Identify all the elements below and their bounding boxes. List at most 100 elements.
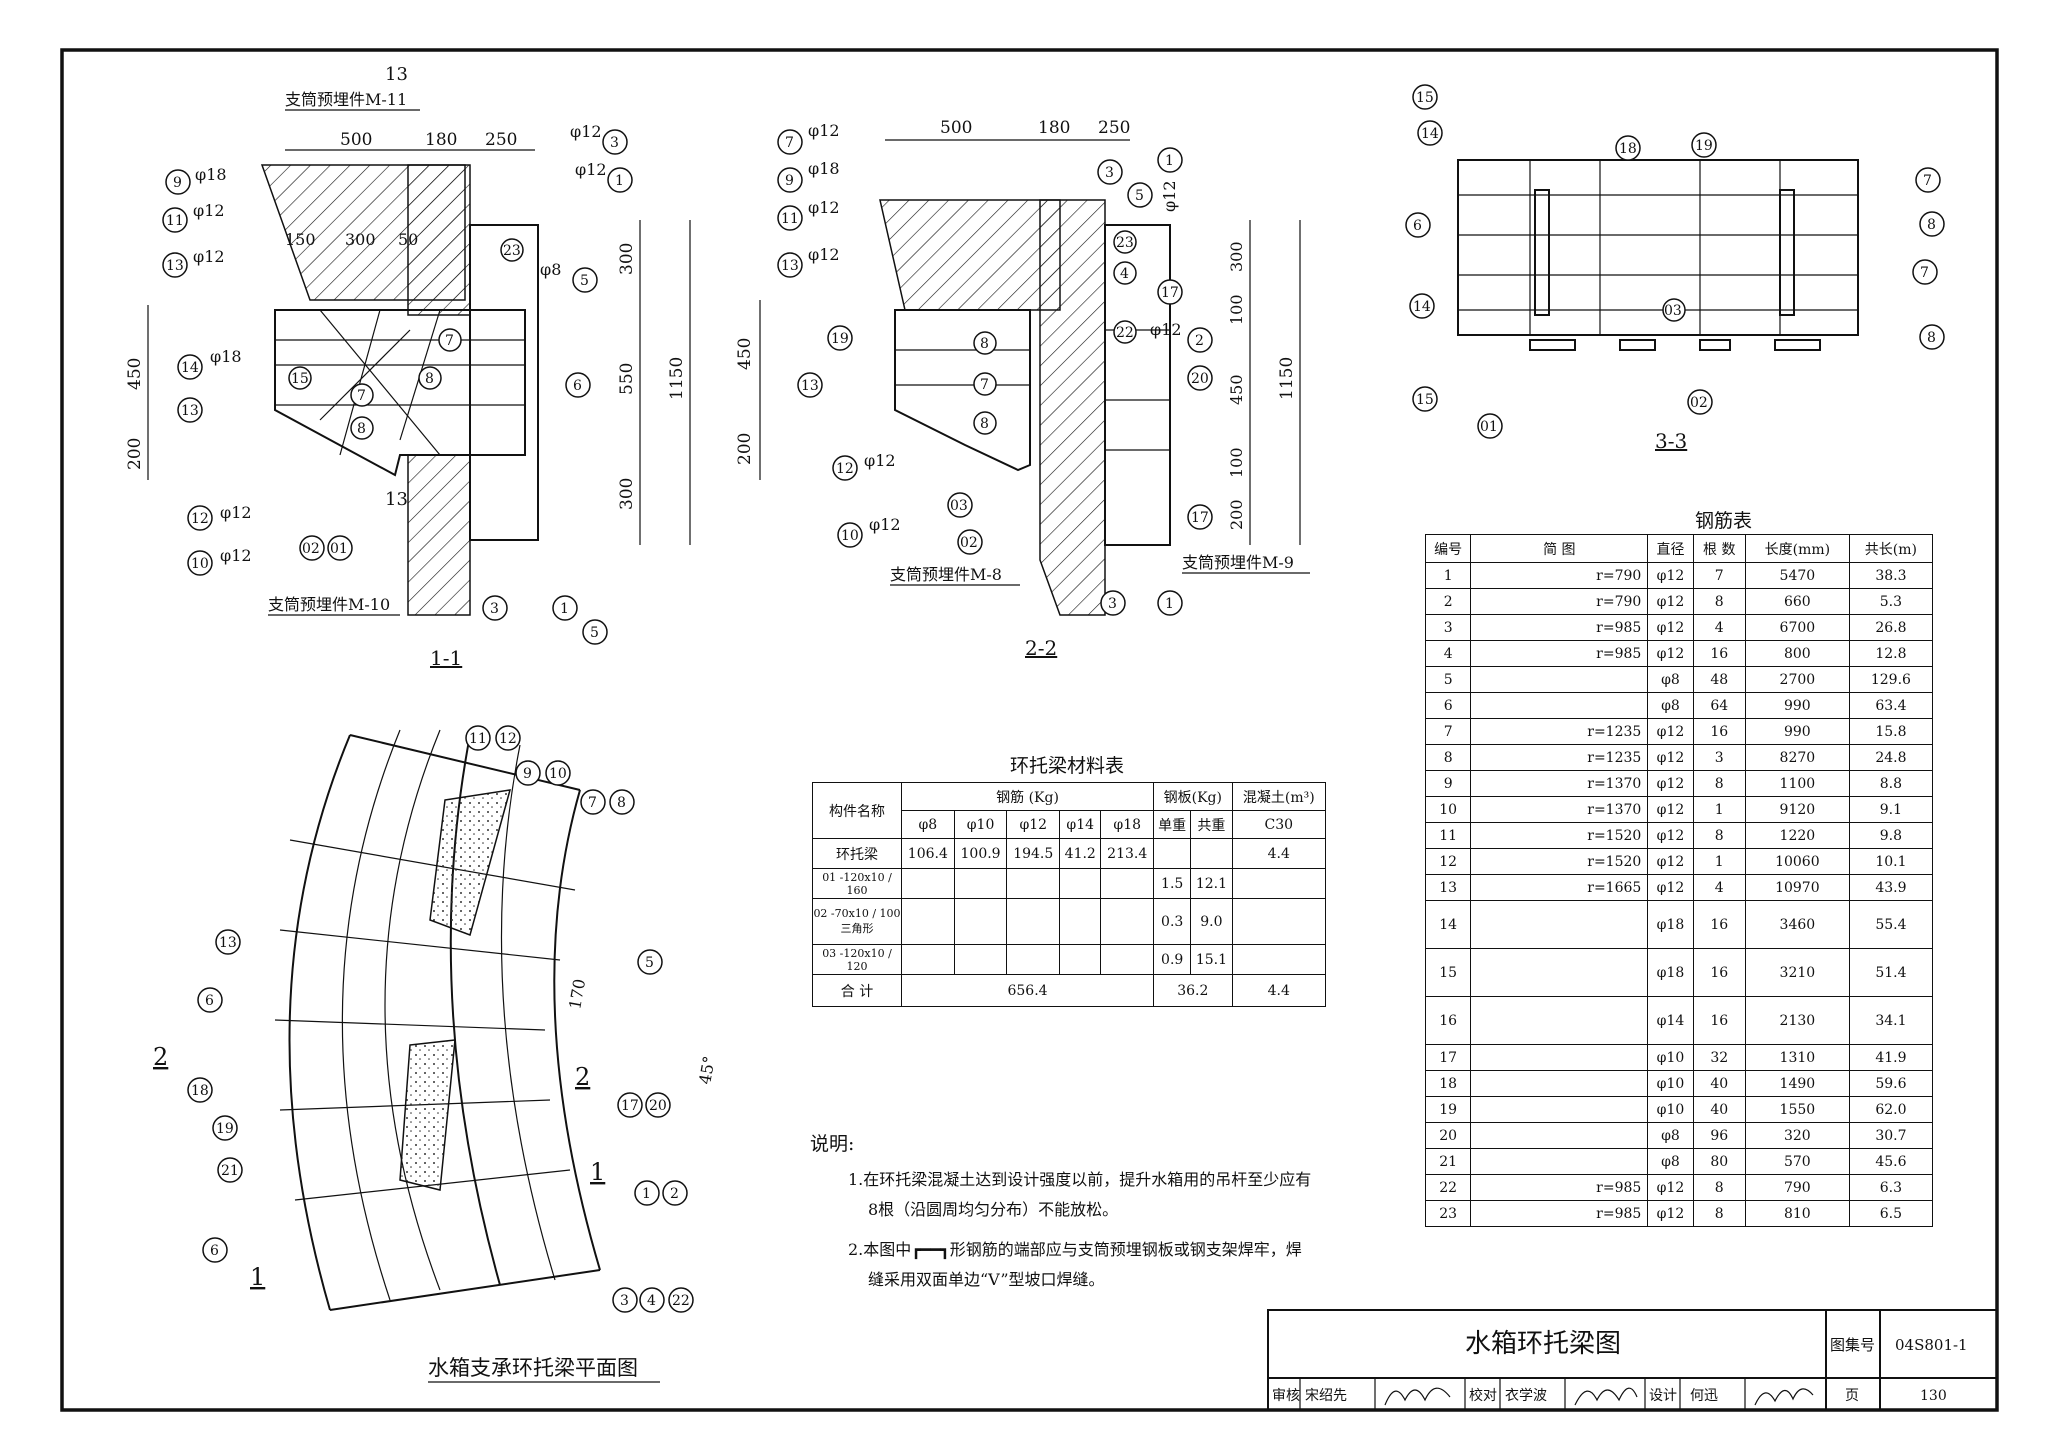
rt-cell: 790 <box>1744 1174 1850 1201</box>
rt-sketch-cell <box>1470 1096 1649 1123</box>
mt-row-name: 03 -120x10 / 120 <box>812 944 902 975</box>
dim2-200r: 200 <box>1227 499 1246 530</box>
wall-hatch-2 <box>1039 199 1106 616</box>
svg-text:2: 2 <box>575 1063 590 1091</box>
svg-text:8: 8 <box>1927 330 1936 346</box>
svg-text:φ18: φ18 <box>808 159 840 178</box>
svg-text:23: 23 <box>1116 235 1134 251</box>
checker-signature <box>1574 1387 1638 1406</box>
rt-cell: φ12 <box>1647 796 1694 823</box>
rt-cell: 16 <box>1692 996 1746 1045</box>
svg-text:7: 7 <box>980 377 989 393</box>
rt-cell: φ12 <box>1647 640 1694 667</box>
rt-cell: 6 <box>1424 692 1472 719</box>
section-title-2-2: 2-2 <box>1025 636 1057 660</box>
rt-cell: 9 <box>1424 770 1472 797</box>
svg-text:13: 13 <box>181 403 199 419</box>
svg-text:9: 9 <box>523 766 532 782</box>
rt-sketch-cell <box>1470 948 1649 997</box>
cut-mark-bot: 13 <box>385 489 408 510</box>
rt-sketch-cell: r=985 <box>1470 1200 1649 1227</box>
rt-cell: 55.4 <box>1848 900 1934 949</box>
svg-text:6: 6 <box>205 993 214 1009</box>
rt-cell: 5 <box>1424 666 1472 693</box>
svg-text:13: 13 <box>781 258 799 274</box>
rt-cell: 48 <box>1692 666 1746 693</box>
rt-cell: 10 <box>1424 796 1472 823</box>
notes-title: 说明: <box>810 1133 854 1155</box>
plan-title: 水箱支承环托梁平面图 <box>428 1356 638 1380</box>
mt-cell <box>1059 868 1102 899</box>
note-1a: 1.在环托梁混凝土达到设计强度以前，提升水箱用的吊杆至少应有 <box>848 1170 1311 1189</box>
check-label: 校对 <box>1469 1387 1497 1404</box>
section-title-3-3: 3-3 <box>1655 429 1687 453</box>
atlas-number: 04S801-1 <box>1895 1336 1968 1354</box>
label-m9: 支筒预埋件M-9 <box>1182 553 1294 572</box>
svg-text:4: 4 <box>647 1293 656 1309</box>
svg-text:10: 10 <box>841 528 859 544</box>
mt-h-concrete: 混凝土(m³) <box>1231 782 1327 811</box>
svg-text:φ8: φ8 <box>540 260 561 279</box>
rt-sketch-cell <box>1470 666 1649 693</box>
rt-cell: φ18 <box>1647 900 1694 949</box>
rt-cell: 990 <box>1744 718 1850 745</box>
reviewer-signature <box>1384 1387 1451 1406</box>
rt-sketch-cell <box>1470 1044 1649 1071</box>
rt-cell: 5.3 <box>1848 588 1934 615</box>
rt-sketch-cell <box>1470 1148 1649 1175</box>
rt-cell: 4 <box>1692 614 1746 641</box>
note-1b: 8根（沿圆周均匀分布）不能放松。 <box>868 1200 1118 1219</box>
rt-cell: 800 <box>1744 640 1850 667</box>
rt-cell: 570 <box>1744 1148 1850 1175</box>
dim2-1150: 1150 <box>1277 357 1297 400</box>
svg-text:5: 5 <box>590 625 599 641</box>
rt-sketch-cell: r=985 <box>1470 614 1649 641</box>
svg-text:15: 15 <box>1416 392 1434 408</box>
rt-cell: 9.8 <box>1848 822 1934 849</box>
mt-total-plate: 36.2 <box>1153 974 1233 1007</box>
sheet-border <box>60 48 1999 1412</box>
rt-cell: 4 <box>1692 874 1746 901</box>
rt-sketch-cell: r=1665 <box>1470 874 1649 901</box>
dim2-200: 200 <box>735 433 755 465</box>
rt-cell: φ14 <box>1647 996 1694 1045</box>
rt-sketch-cell <box>1470 1070 1649 1097</box>
rt-cell: 62.0 <box>1848 1096 1934 1123</box>
rt-cell: 1 <box>1692 848 1746 875</box>
svg-text:02: 02 <box>302 541 320 557</box>
material-table: 构件名称 钢筋 (Kg) 钢板(Kg) 混凝土(m³) φ8 φ10 φ12 φ… <box>812 782 1327 1007</box>
rt-cell: φ12 <box>1647 848 1694 875</box>
mt-sub: 共重 <box>1190 810 1233 839</box>
svg-text:1: 1 <box>250 1263 265 1291</box>
rt-sketch-cell: r=790 <box>1470 588 1649 615</box>
svg-text:18: 18 <box>191 1083 209 1099</box>
column-outline <box>469 224 539 541</box>
rt-cell: 2700 <box>1744 666 1850 693</box>
checker-name: 衣学波 <box>1505 1388 1547 1404</box>
rt-cell: φ18 <box>1647 948 1694 997</box>
mt-cell <box>953 898 1008 945</box>
rt-cell: 10970 <box>1744 874 1850 901</box>
svg-text:φ12: φ12 <box>570 122 602 141</box>
rt-cell: 7 <box>1692 562 1746 589</box>
rt-cell: 18 <box>1424 1070 1472 1097</box>
mt-cell <box>901 898 955 945</box>
label-m8: 支筒预埋件M-8 <box>890 565 1002 584</box>
dim2-250: 250 <box>1098 118 1130 138</box>
svg-text:01: 01 <box>1480 419 1498 435</box>
title-block: 水箱环托梁图 图集号 04S801-1 审核 宋绍先 校对 衣学波 设计 何迅 … <box>1267 1309 1998 1411</box>
svg-text:01: 01 <box>330 541 348 557</box>
rt-cell: φ10 <box>1647 1070 1694 1097</box>
rt-cell: φ12 <box>1647 874 1694 901</box>
mt-sub: φ10 <box>953 810 1008 839</box>
rt-cell: 3210 <box>1744 948 1850 997</box>
dim-450-left: 450 <box>125 358 145 390</box>
svg-text:8: 8 <box>357 421 366 437</box>
page-number: 130 <box>1920 1388 1947 1404</box>
mt-h-rebar: 钢筋 (Kg) <box>900 782 1155 811</box>
